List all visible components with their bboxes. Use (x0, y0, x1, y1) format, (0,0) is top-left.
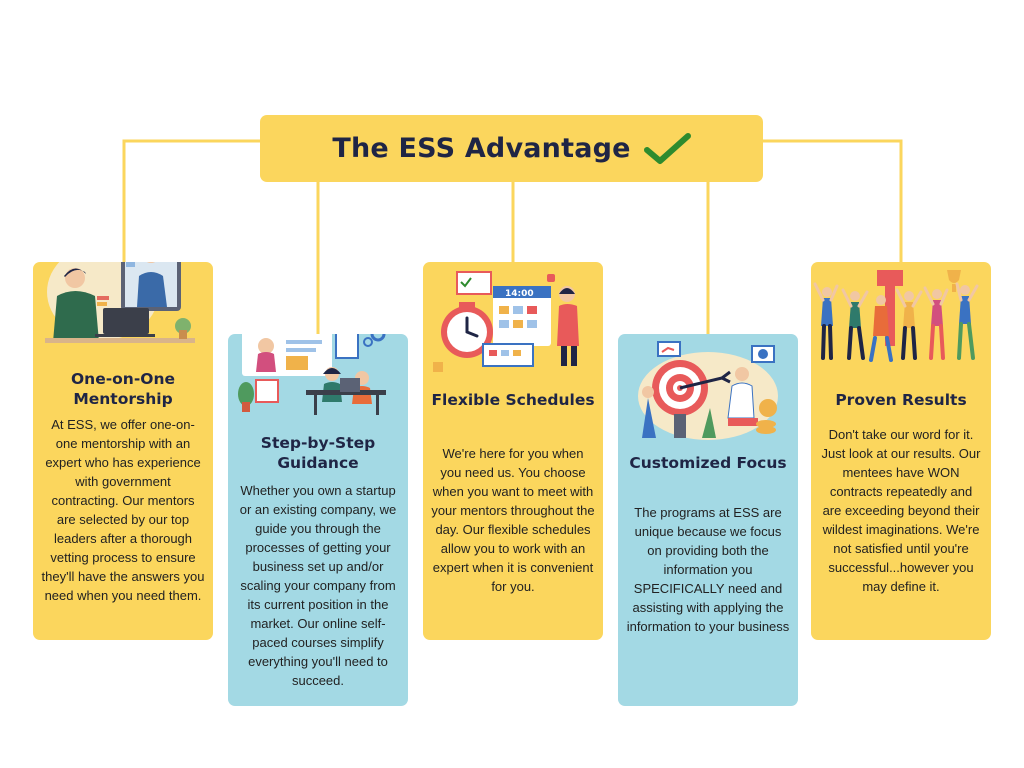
diagram-title: The ESS Advantage (332, 133, 631, 164)
card-title: Customized Focus (629, 454, 787, 472)
title-box: The ESS Advantage (260, 115, 763, 182)
card-body: At ESS, we offer one-on-one mentorship w… (41, 417, 205, 603)
card-title: Step-by-Step Guidance (260, 434, 376, 472)
video-call-mentorship-illustration (45, 262, 195, 343)
card-mentorship: One-on-One Mentorship At ESS, we offer o… (33, 262, 213, 640)
card-body: We're here for you when you need us. You… (431, 446, 595, 594)
card-focus: Customized Focus The programs at ESS are… (618, 334, 798, 706)
card-results: Proven Results Don't take our word for i… (811, 262, 991, 640)
checkmark-icon (643, 132, 691, 164)
target-dart-illustration (638, 341, 778, 440)
card-title: One-on-One Mentorship (71, 370, 175, 408)
card-body: The programs at ESS are unique because w… (626, 505, 790, 634)
card-schedules: 14:00 Flexible Schedules We're here for … (423, 262, 603, 640)
connector-right (763, 139, 903, 262)
card-body: Don't take our word for it. Just look at… (821, 427, 981, 594)
card-guidance: Step-by-Step Guidance Whether you own a … (228, 334, 408, 706)
card-title: Proven Results (835, 391, 967, 409)
connector-left (122, 139, 260, 262)
clock-calendar-schedule-illustration: 14:00 (433, 271, 579, 372)
card-title: Flexible Schedules (431, 391, 595, 409)
svg-text:14:00: 14:00 (505, 289, 534, 299)
card-body: Whether you own a startup or an existing… (239, 483, 397, 688)
training-session-illustration (238, 334, 386, 415)
celebrating-team-trophy-illustration (813, 270, 979, 362)
